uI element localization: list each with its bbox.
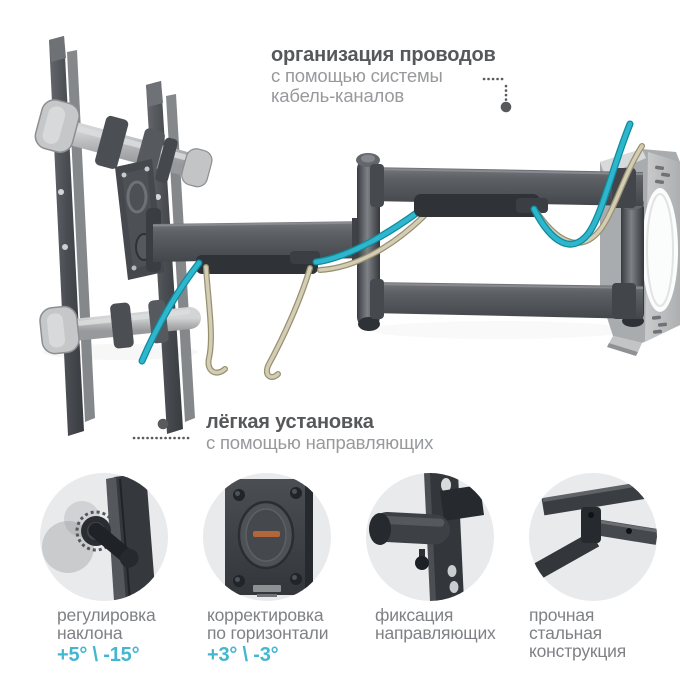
caption-line: прочная bbox=[529, 605, 595, 625]
caption-line: по горизонтали bbox=[207, 623, 329, 643]
caption-line: наклона bbox=[57, 623, 123, 643]
annotation-line: кабель-каналов bbox=[271, 84, 405, 106]
orange-label bbox=[253, 531, 280, 537]
leader-cable-management bbox=[482, 77, 512, 113]
annotation-line: с помощью системы bbox=[271, 65, 443, 86]
cable-channel-clip-upper bbox=[414, 194, 548, 217]
annotation-title: организация проводов bbox=[271, 44, 496, 66]
leader-easy-install bbox=[132, 418, 192, 440]
cables-mid bbox=[312, 208, 427, 273]
caption-line: конструкция bbox=[529, 641, 627, 661]
caption-line: регулировка bbox=[57, 605, 156, 625]
feature-angle-value: +3° \ -3° bbox=[207, 644, 279, 666]
feature-photo-arm-linkage bbox=[529, 473, 657, 601]
caption-line: направляющих bbox=[375, 623, 496, 643]
top-guide-rail bbox=[34, 99, 213, 188]
cables-left bbox=[138, 259, 313, 380]
annotation-cable-management: организация проводов с помощью системы к… bbox=[271, 44, 496, 105]
first-arm bbox=[146, 208, 373, 274]
feature-angle-value: +5° \ -15° bbox=[57, 644, 140, 666]
feature-caption: регулировка наклона +5° \ -15° bbox=[57, 606, 168, 666]
feature-photo-vesa-plate bbox=[203, 473, 331, 601]
feature-photo-tilt-lever bbox=[40, 473, 168, 601]
feature-steel-construction: прочная стальная конструкция bbox=[529, 473, 657, 660]
soft-shadows bbox=[42, 321, 630, 360]
leader-dot bbox=[157, 418, 169, 430]
lower-arm bbox=[369, 279, 644, 319]
caption-line: стальная bbox=[529, 623, 602, 643]
caption-line: фиксация bbox=[375, 605, 454, 625]
leader-dot bbox=[500, 101, 512, 113]
feature-caption: корректировка по горизонтали +3° \ -3° bbox=[207, 606, 331, 666]
cables-right bbox=[530, 120, 645, 248]
feature-horizontal-correction: корректировка по горизонтали +3° \ -3° bbox=[203, 473, 331, 666]
annotation-line: с помощью направляющих bbox=[206, 432, 434, 453]
feature-tilt-adjustment: регулировка наклона +5° \ -15° bbox=[40, 473, 168, 666]
feature-caption: прочная стальная конструкция bbox=[529, 606, 657, 660]
cable-channel-clip-front bbox=[196, 255, 318, 274]
tilt-lever-handle bbox=[88, 522, 139, 568]
feature-rail-lock: фиксация направляющих bbox=[366, 473, 496, 642]
caption-line: корректировка bbox=[207, 605, 324, 625]
feature-photo-rail-lock bbox=[366, 473, 494, 601]
feature-caption: фиксация направляющих bbox=[375, 606, 496, 642]
annotation-easy-install: лёгкая установка с помощью направляющих bbox=[206, 411, 433, 453]
annotation-title: лёгкая установка bbox=[206, 411, 374, 433]
